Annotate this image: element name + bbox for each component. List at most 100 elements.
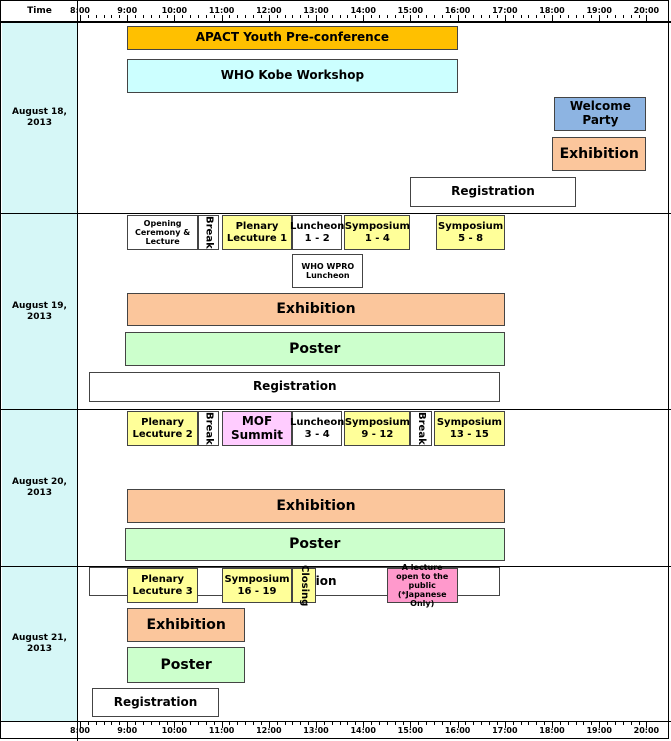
tick-mark [378,722,380,725]
tick-mark [150,15,152,18]
tick-mark [95,15,97,18]
row-divider [1,22,671,23]
tick-mark [583,15,585,18]
event-block: Plenary Lecuture 2 [127,411,198,446]
hour-tick-label: 9:00 [117,6,138,15]
tick-mark [80,15,81,21]
tick-mark [323,15,325,18]
event-block: Symposium 13 - 15 [434,411,505,446]
tick-mark [182,722,184,725]
tick-mark [386,15,388,18]
event-block: Exhibition [552,137,647,171]
tick-mark [402,15,404,18]
event-block: Exhibition [127,608,246,642]
tick-mark [268,722,270,728]
hour-tick-label: 17:00 [492,726,518,735]
tick-mark [457,15,459,21]
tick-mark [544,15,546,18]
tick-mark [355,722,357,725]
hour-tick-label: 14:00 [350,6,376,15]
date-cell: August 21, 2013 [2,567,77,721]
tick-mark [465,15,467,18]
event-block: Poster [124,332,505,366]
tick-mark [457,722,459,728]
tick-mark [127,722,129,728]
tick-mark [111,722,113,725]
tick-mark [630,15,632,18]
tick-mark [166,15,168,18]
tick-mark [441,15,443,18]
hour-tick-label: 12:00 [256,6,282,15]
event-block: Plenary Lecuture 1 [221,215,293,250]
row-divider [1,721,671,722]
tick-mark [528,722,530,725]
tick-mark [111,15,113,18]
hour-tick-label: 9:00 [117,726,138,735]
tick-mark [630,722,632,725]
tick-mark [127,15,129,21]
time-header: Time [27,6,52,16]
tick-mark [575,15,577,18]
tick-mark [559,722,561,725]
tick-mark [347,722,349,725]
tick-mark [300,722,302,725]
tick-mark [410,722,412,728]
tick-mark [174,15,176,21]
event-block: A lecture open to the public (*Japanese … [386,563,458,608]
tick-mark [638,15,640,18]
tick-mark [253,722,255,725]
event-block: Registration [410,177,576,207]
hour-tick-label: 12:00 [256,726,282,735]
tick-mark [481,15,483,18]
tick-mark [323,722,325,725]
event-block: Registration [89,372,501,402]
hour-tick-label: 20:00 [633,726,660,735]
date-label: August 18, 2013 [12,107,67,128]
tick-mark [268,15,270,21]
tick-mark [394,15,396,18]
tick-mark [166,722,168,725]
tick-mark [473,722,475,725]
tick-mark [402,722,404,725]
event-block: Closing [292,565,316,606]
tick-mark [599,15,601,21]
tick-mark [198,722,199,725]
event-block: WHO Kobe Workshop [127,59,458,93]
tick-mark [567,15,569,18]
tick-mark [135,15,137,18]
tick-mark [245,15,247,18]
tick-mark [386,722,388,725]
tick-mark [614,15,616,18]
tick-mark [190,15,192,18]
tick-mark [135,722,137,725]
tick-mark [347,15,349,18]
tick-mark [339,722,341,725]
tick-mark [489,722,491,725]
tick-mark [449,722,451,725]
tick-mark [504,722,506,728]
event-block: APACT Youth Pre-conference [127,26,458,50]
tick-mark [371,722,373,725]
date-cell: August 19, 2013 [2,214,77,409]
tick-mark [567,722,569,725]
tick-mark [536,722,538,725]
tick-mark [622,722,624,725]
tick-mark [182,15,184,18]
tick-mark [591,722,593,725]
tick-mark [528,15,530,18]
hour-tick-label: 17:00 [492,6,518,15]
event-block: Symposium 5 - 8 [436,215,505,250]
tick-mark [520,15,522,18]
hour-tick-label: 14:00 [350,726,376,735]
hour-tick-label: 8:00 [70,6,90,15]
tick-mark [378,15,380,18]
tick-mark [418,722,420,725]
event-block: Symposium 1 - 4 [344,215,411,250]
tick-mark [205,722,207,725]
hour-tick-label: 10:00 [161,726,188,735]
tick-mark [512,15,514,18]
tick-mark [363,722,365,728]
tick-mark [229,15,231,18]
tick-mark [607,722,609,725]
hour-tick-label: 11:00 [208,726,235,735]
